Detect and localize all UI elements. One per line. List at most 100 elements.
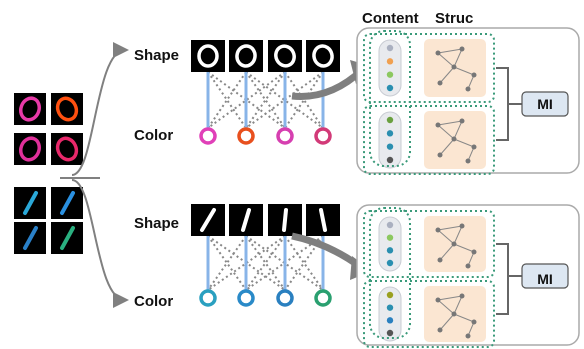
zero-shape-mark bbox=[312, 44, 334, 68]
cross-link-dotted bbox=[207, 235, 286, 291]
graph-node bbox=[471, 249, 477, 255]
shape-tile bbox=[191, 204, 225, 236]
color-ring bbox=[314, 289, 332, 307]
cross-link-dotted bbox=[245, 71, 286, 129]
graph-node bbox=[451, 64, 457, 70]
cross-link-dotted bbox=[207, 235, 247, 291]
graph-edge bbox=[439, 66, 455, 84]
shape-tile bbox=[306, 40, 340, 72]
split-arrows bbox=[60, 42, 129, 308]
graph-edge bbox=[439, 138, 455, 156]
cross-link-dotted bbox=[284, 235, 324, 291]
content-pill bbox=[378, 286, 402, 342]
graph-edge bbox=[453, 138, 475, 148]
mi-box bbox=[521, 91, 569, 117]
shape-tile bbox=[229, 204, 263, 236]
graph-edge bbox=[453, 120, 463, 140]
shape-label: Shape bbox=[134, 215, 179, 232]
content-dot bbox=[386, 291, 394, 299]
content-dot bbox=[386, 44, 394, 52]
input-samples bbox=[14, 93, 83, 254]
content-dot bbox=[386, 329, 394, 337]
one-digit-mark bbox=[23, 226, 38, 250]
shape-tile bbox=[268, 204, 302, 236]
content-dot bbox=[386, 143, 394, 150]
one-digit-mark bbox=[23, 191, 38, 215]
mi-bracket bbox=[496, 243, 509, 315]
graph-node bbox=[451, 241, 457, 247]
shape-tile bbox=[306, 204, 340, 236]
graph-edge bbox=[453, 295, 463, 315]
zero-shape-mark bbox=[197, 44, 219, 68]
graph-node bbox=[459, 118, 465, 124]
content-pill bbox=[378, 216, 402, 272]
graph-edge bbox=[437, 52, 455, 68]
cross-link-dotted bbox=[207, 71, 286, 129]
graph-node bbox=[465, 333, 471, 339]
graph-node bbox=[465, 158, 471, 164]
input-zero-thumb bbox=[14, 93, 46, 125]
mi-label: MI bbox=[537, 96, 553, 112]
graph-edge bbox=[467, 74, 475, 90]
one-shape-mark bbox=[200, 208, 216, 232]
input-zero-thumb bbox=[14, 133, 46, 165]
graph-node bbox=[471, 72, 477, 78]
graph-edge bbox=[437, 299, 455, 315]
cross-link-dotted bbox=[207, 235, 286, 291]
graph-edge bbox=[467, 251, 475, 267]
graph-node bbox=[459, 46, 465, 52]
graph-edge bbox=[439, 313, 455, 331]
graph-edge bbox=[437, 225, 463, 231]
cross-link-dotted bbox=[245, 235, 324, 291]
graph-node bbox=[471, 144, 477, 150]
shape-tile bbox=[191, 40, 225, 72]
cross-link-dotted bbox=[284, 71, 324, 129]
content-frame bbox=[369, 30, 411, 167]
latent-row bbox=[363, 105, 495, 175]
graph-node bbox=[451, 136, 457, 142]
one-shape-mark bbox=[282, 208, 288, 232]
color-label: Color bbox=[134, 127, 173, 144]
graph-node bbox=[437, 152, 443, 158]
content-frame bbox=[369, 207, 411, 339]
graph-edge bbox=[437, 48, 463, 54]
input-one-thumb bbox=[51, 222, 83, 254]
graph-node bbox=[437, 327, 443, 333]
graph-node bbox=[435, 50, 441, 56]
graph-edge bbox=[453, 225, 463, 245]
color-ring bbox=[237, 127, 255, 145]
cross-link-dotted bbox=[245, 235, 324, 291]
cross-link-dotted bbox=[284, 71, 324, 129]
zero-digit-mark bbox=[55, 136, 79, 162]
graph-node bbox=[465, 86, 471, 92]
content-dot bbox=[386, 116, 394, 124]
one-digit-mark bbox=[60, 226, 75, 250]
content-dot bbox=[386, 259, 394, 267]
content-dot bbox=[386, 58, 394, 65]
zero-shape-mark bbox=[235, 44, 257, 68]
content-dot bbox=[386, 234, 394, 241]
transfer-arrow bbox=[291, 67, 365, 100]
graph-node bbox=[459, 293, 465, 299]
graph-edge bbox=[437, 229, 455, 245]
color-label: Color bbox=[134, 293, 173, 310]
cross-link-dotted bbox=[207, 71, 247, 129]
cross-link-dotted bbox=[207, 71, 247, 129]
graph-node bbox=[465, 263, 471, 269]
cross-link-dotted bbox=[245, 71, 286, 129]
graph-node bbox=[451, 311, 457, 317]
input-zero-thumb bbox=[51, 93, 83, 125]
content-dot bbox=[386, 221, 394, 229]
zero-digit-mark bbox=[18, 136, 42, 162]
graph-edge bbox=[437, 295, 463, 301]
content-dot bbox=[386, 317, 394, 324]
graph-node bbox=[471, 319, 477, 325]
color-ring bbox=[199, 127, 217, 145]
input-one-thumb bbox=[14, 222, 46, 254]
graph-node bbox=[435, 122, 441, 128]
color-ring bbox=[276, 289, 294, 307]
content-dot bbox=[386, 156, 394, 164]
cross-link-dotted bbox=[245, 71, 324, 129]
mi-box bbox=[521, 263, 569, 289]
